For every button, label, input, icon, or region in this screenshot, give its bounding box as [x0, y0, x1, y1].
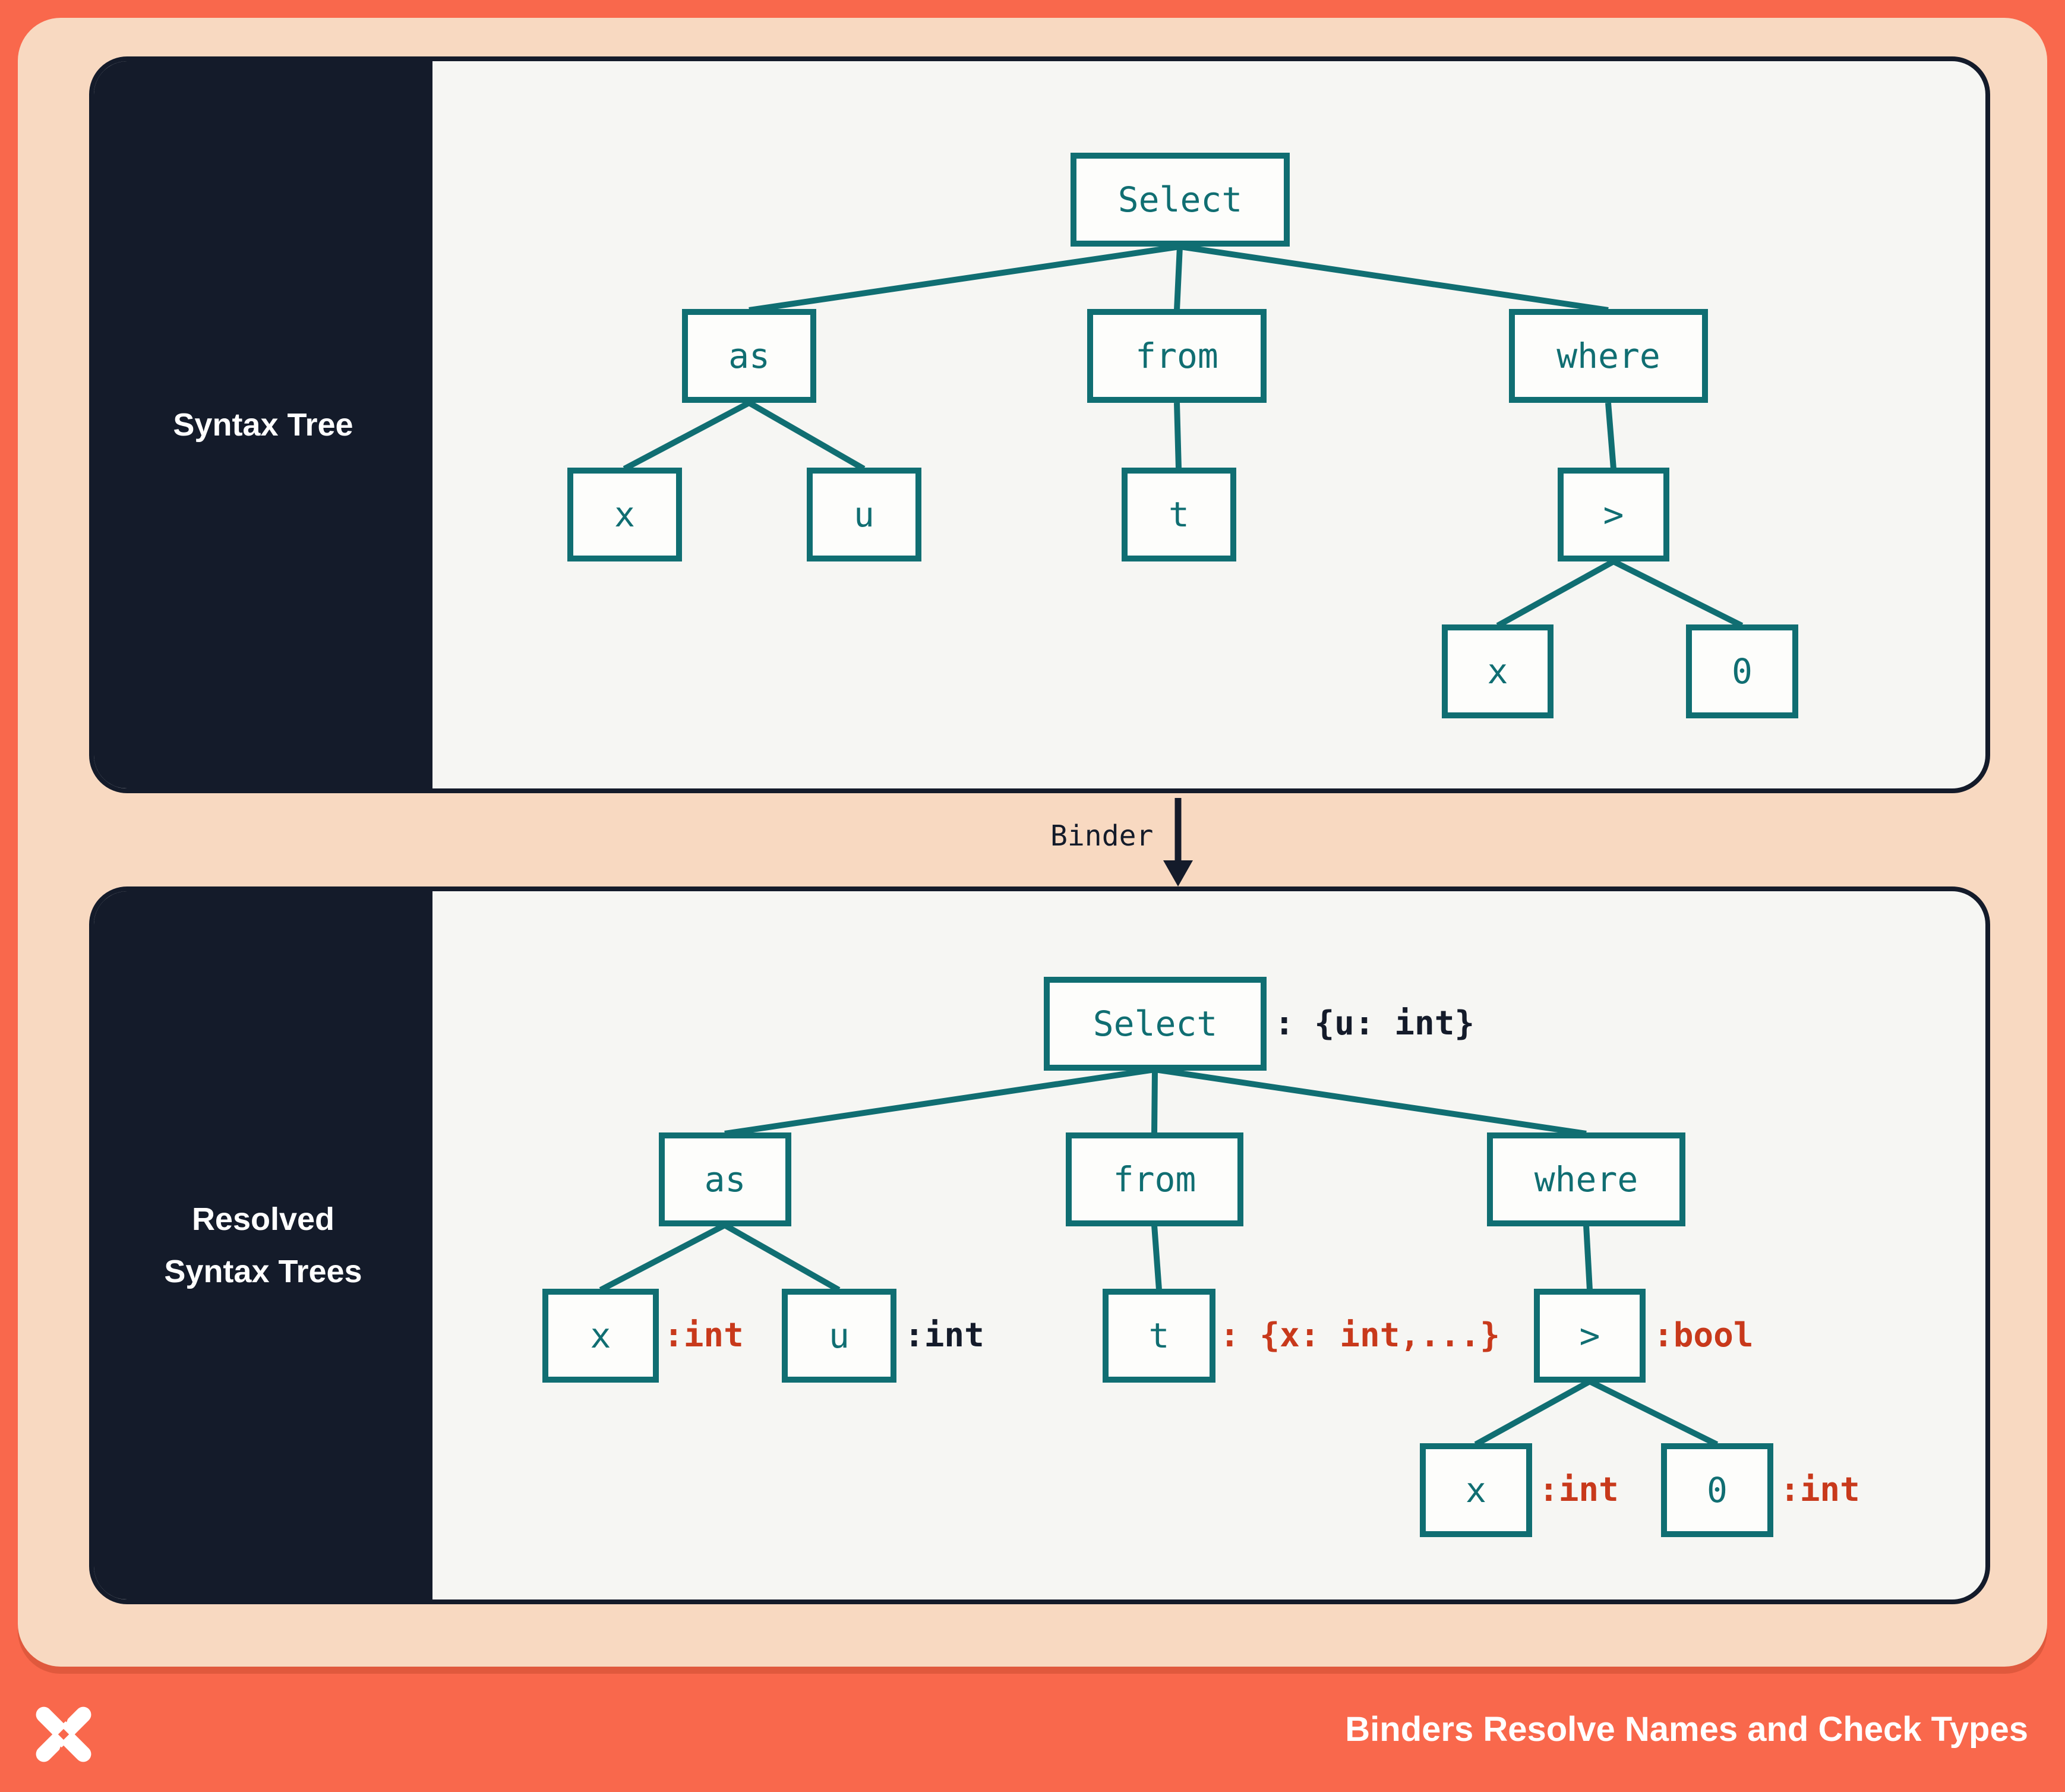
node-x2-resolved: x [1420, 1443, 1532, 1537]
node-x2: x [1442, 624, 1554, 718]
resolved-syntax-trees-sidebar: Resolved Syntax Trees [94, 891, 432, 1599]
node-u-resolved: u [782, 1289, 896, 1383]
type-annotation-x2: :int [1539, 1471, 1619, 1509]
node-gt-resolved: > [1534, 1289, 1646, 1383]
node-as-resolved-label: as [704, 1159, 746, 1200]
node-t: t [1122, 468, 1236, 561]
node-x: x [567, 468, 682, 561]
node-zero-resolved: 0 [1661, 1443, 1773, 1537]
footer-title: Binders Resolve Names and Check Types [1345, 1710, 2028, 1749]
node-as-label: as [728, 336, 770, 376]
node-t-label: t [1169, 494, 1189, 535]
syntax-tree-sidebar-label: Syntax Tree [173, 407, 353, 443]
node-x2-resolved-label: x [1466, 1470, 1486, 1510]
node-from-label: from [1135, 336, 1218, 376]
node-select-label: Select [1117, 179, 1243, 220]
footer: Binders Resolve Names and Check Types [0, 1667, 2065, 1792]
type-annotation-u: :int [904, 1316, 984, 1355]
node-gt-resolved-label: > [1579, 1315, 1600, 1356]
node-gt-label: > [1603, 494, 1624, 535]
node-as: as [682, 309, 816, 403]
resolved-syntax-trees-sidebar-label: Resolved Syntax Trees [164, 1193, 362, 1298]
node-from-resolved-label: from [1113, 1159, 1196, 1200]
sidebar-label-line2: Syntax Trees [164, 1254, 362, 1289]
node-x-resolved-label: x [590, 1315, 611, 1356]
pinwheel-x-logo-icon [36, 1706, 91, 1762]
node-select-resolved-label: Select [1093, 1004, 1218, 1044]
node-zero-resolved-label: 0 [1707, 1470, 1728, 1510]
sidebar-label-line1: Resolved [191, 1201, 335, 1237]
node-gt: > [1558, 468, 1669, 561]
node-zero: 0 [1686, 624, 1798, 718]
type-annotation-x: :int [664, 1316, 744, 1355]
node-t-resolved-label: t [1148, 1315, 1170, 1356]
type-annotation-gt: :bool [1653, 1316, 1754, 1355]
node-from-resolved: from [1066, 1132, 1243, 1226]
node-zero-label: 0 [1732, 651, 1753, 692]
type-annotation-t: : {x: int,...} [1220, 1316, 1501, 1355]
node-u-resolved-label: u [829, 1315, 850, 1356]
type-annotation-zero: :int [1780, 1471, 1860, 1509]
syntax-tree-panel: Syntax Tree [89, 56, 1990, 793]
node-where-label: where [1556, 336, 1660, 376]
node-x2-label: x [1487, 651, 1508, 692]
node-t-resolved: t [1103, 1289, 1215, 1383]
node-as-resolved: as [659, 1132, 791, 1226]
node-x-label: x [614, 494, 635, 535]
binder-label: Binder [1050, 819, 1154, 853]
node-u: u [807, 468, 921, 561]
type-annotation-select: : {u: int} [1274, 1004, 1475, 1043]
node-where-resolved: where [1487, 1132, 1685, 1226]
node-u-label: u [854, 494, 874, 535]
node-select: Select [1071, 153, 1290, 247]
syntax-tree-sidebar: Syntax Tree [94, 61, 432, 788]
node-select-resolved: Select [1044, 977, 1267, 1071]
node-where: where [1509, 309, 1708, 403]
node-from: from [1087, 309, 1267, 403]
node-x-resolved: x [542, 1289, 659, 1383]
node-where-resolved-label: where [1534, 1159, 1638, 1200]
